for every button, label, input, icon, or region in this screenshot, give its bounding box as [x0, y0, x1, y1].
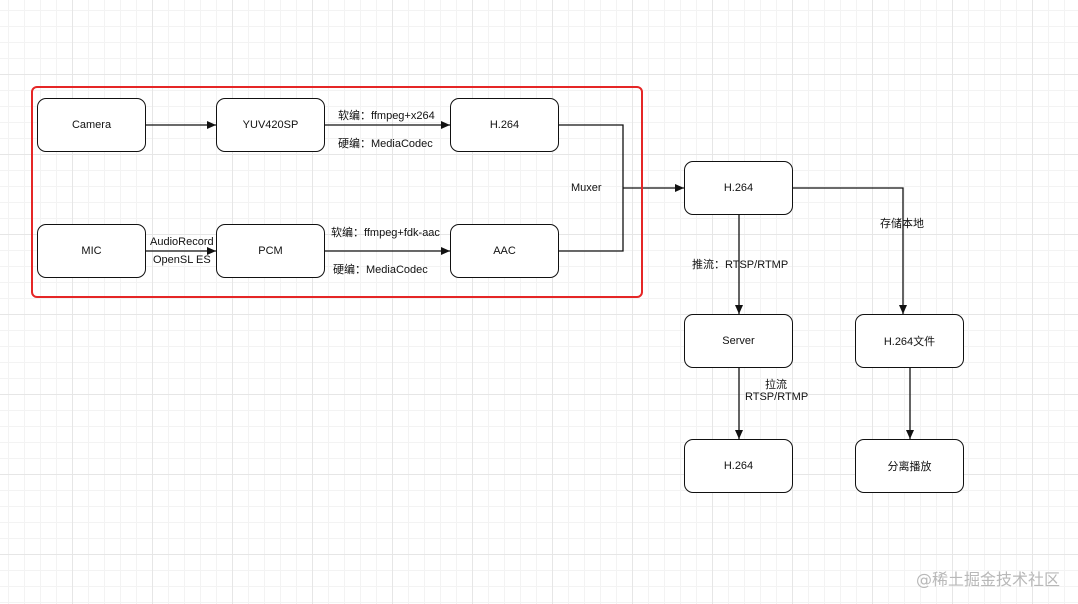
label-pull-stream-title: 拉流 — [765, 379, 787, 391]
node-pcm[interactable]: PCM — [216, 224, 325, 278]
node-h264-encoded[interactable]: H.264 — [450, 98, 559, 152]
edge-aac-to-muxer — [559, 188, 624, 252]
node-mic[interactable]: MIC — [37, 224, 146, 278]
node-server[interactable]: Server — [684, 314, 793, 368]
node-h264-muxed[interactable]: H.264 — [684, 161, 793, 215]
device-side-highlight-box — [31, 86, 643, 298]
label-pull-stream-protocol: RTSP/RTMP — [745, 391, 809, 403]
label-audio-hard-encode: 硬编：MediaCodec — [333, 264, 428, 276]
edge-h264-to-file — [793, 187, 907, 314]
node-h264-file[interactable]: H.264文件 — [855, 314, 964, 368]
label-audio-capture-audiorecord: AudioRecord — [150, 236, 214, 248]
label-muxer: Muxer — [571, 182, 602, 194]
label-video-hard-encode: 硬编：MediaCodec — [338, 138, 433, 150]
edge-h264-to-muxer — [559, 124, 624, 188]
node-h264-pulled[interactable]: H.264 — [684, 439, 793, 493]
node-yuv420sp[interactable]: YUV420SP — [216, 98, 325, 152]
node-aac[interactable]: AAC — [450, 224, 559, 278]
watermark-text: @稀土掘金技术社区 — [915, 570, 1060, 589]
label-audio-soft-encode: 软编：ffmpeg+fdk-aac — [331, 227, 440, 239]
label-push-stream: 推流：RTSP/RTMP — [692, 259, 789, 271]
label-audio-capture-opensl: OpenSL ES — [153, 254, 211, 266]
node-demux-play[interactable]: 分离播放 — [855, 439, 964, 493]
node-camera[interactable]: Camera — [37, 98, 146, 152]
label-video-soft-encode: 软编：ffmpeg+x264 — [338, 110, 435, 122]
label-store-local: 存储本地 — [880, 218, 924, 230]
